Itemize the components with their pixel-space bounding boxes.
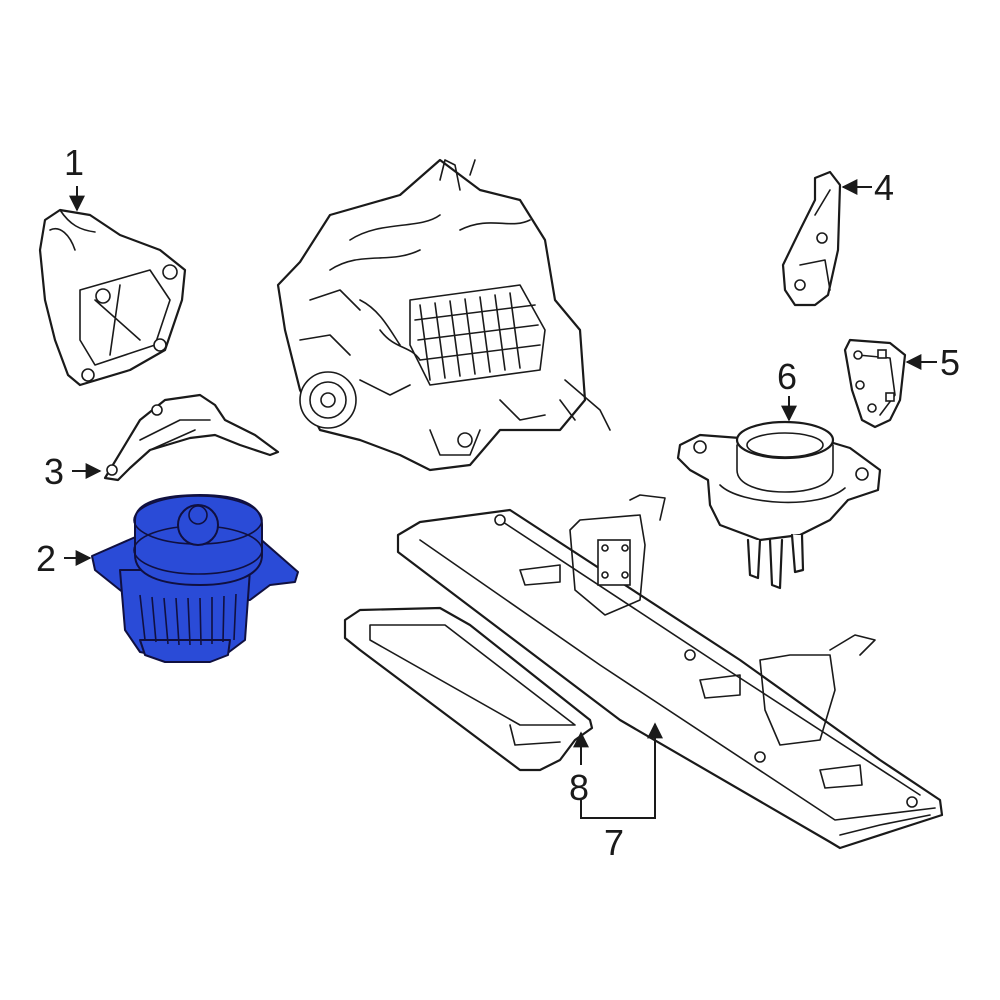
callout-6: 6 xyxy=(777,356,797,397)
part-3-heat-shield xyxy=(103,393,280,482)
callout-2: 2 xyxy=(36,538,56,579)
callout-1: 1 xyxy=(64,142,84,183)
leader-7-bracket xyxy=(580,800,656,819)
leader-lines xyxy=(64,179,937,819)
callout-3: 3 xyxy=(44,451,64,492)
part-2-engine-mount xyxy=(91,494,299,663)
part-5-plate xyxy=(843,338,907,429)
part-4-bracket xyxy=(781,170,842,307)
callout-labels: 1 2 3 4 5 6 7 8 xyxy=(36,142,960,863)
callout-8: 8 xyxy=(569,767,589,808)
callout-7: 7 xyxy=(604,822,624,863)
callout-4: 4 xyxy=(874,167,894,208)
callout-5: 5 xyxy=(940,342,960,383)
part-1-mount-bracket xyxy=(38,208,187,387)
part-6-engine-mount xyxy=(676,420,882,590)
part-7-crossmember xyxy=(396,494,944,850)
engine-assembly xyxy=(276,158,611,472)
